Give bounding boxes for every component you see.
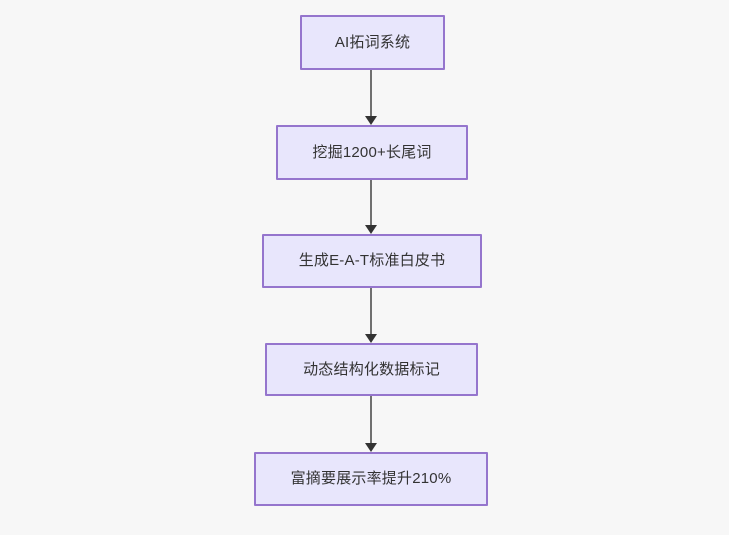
flow-node-3[interactable]: 生成E-A-T标准白皮书 xyxy=(262,234,482,288)
flow-node-4[interactable]: 动态结构化数据标记 xyxy=(265,343,478,396)
flow-node-3-label: 生成E-A-T标准白皮书 xyxy=(298,252,446,269)
flow-node-2[interactable]: 挖掘1200+长尾词 xyxy=(276,125,468,180)
flow-node-4-label: 动态结构化数据标记 xyxy=(303,360,440,378)
edge-line xyxy=(370,396,372,443)
flow-node-5[interactable]: 富摘要展示率提升210% xyxy=(254,452,488,506)
flow-edge-2-to-3 xyxy=(365,180,377,234)
arrow-down-icon xyxy=(365,225,377,234)
arrow-down-icon xyxy=(365,116,377,125)
flow-edge-3-to-4 xyxy=(365,288,377,343)
edge-line xyxy=(370,180,372,225)
arrow-down-icon xyxy=(365,334,377,343)
edge-line xyxy=(370,288,372,334)
flow-node-5-label: 富摘要展示率提升210% xyxy=(290,470,452,487)
flow-node-1[interactable]: AI拓词系统 xyxy=(300,15,445,70)
flow-edge-1-to-2 xyxy=(365,70,377,125)
arrow-down-icon xyxy=(365,443,377,452)
flow-edge-4-to-5 xyxy=(365,396,377,452)
flow-node-1-label: AI拓词系统 xyxy=(334,33,411,51)
flow-node-2-label: 挖掘1200+长尾词 xyxy=(312,143,432,161)
edge-line xyxy=(370,70,372,116)
